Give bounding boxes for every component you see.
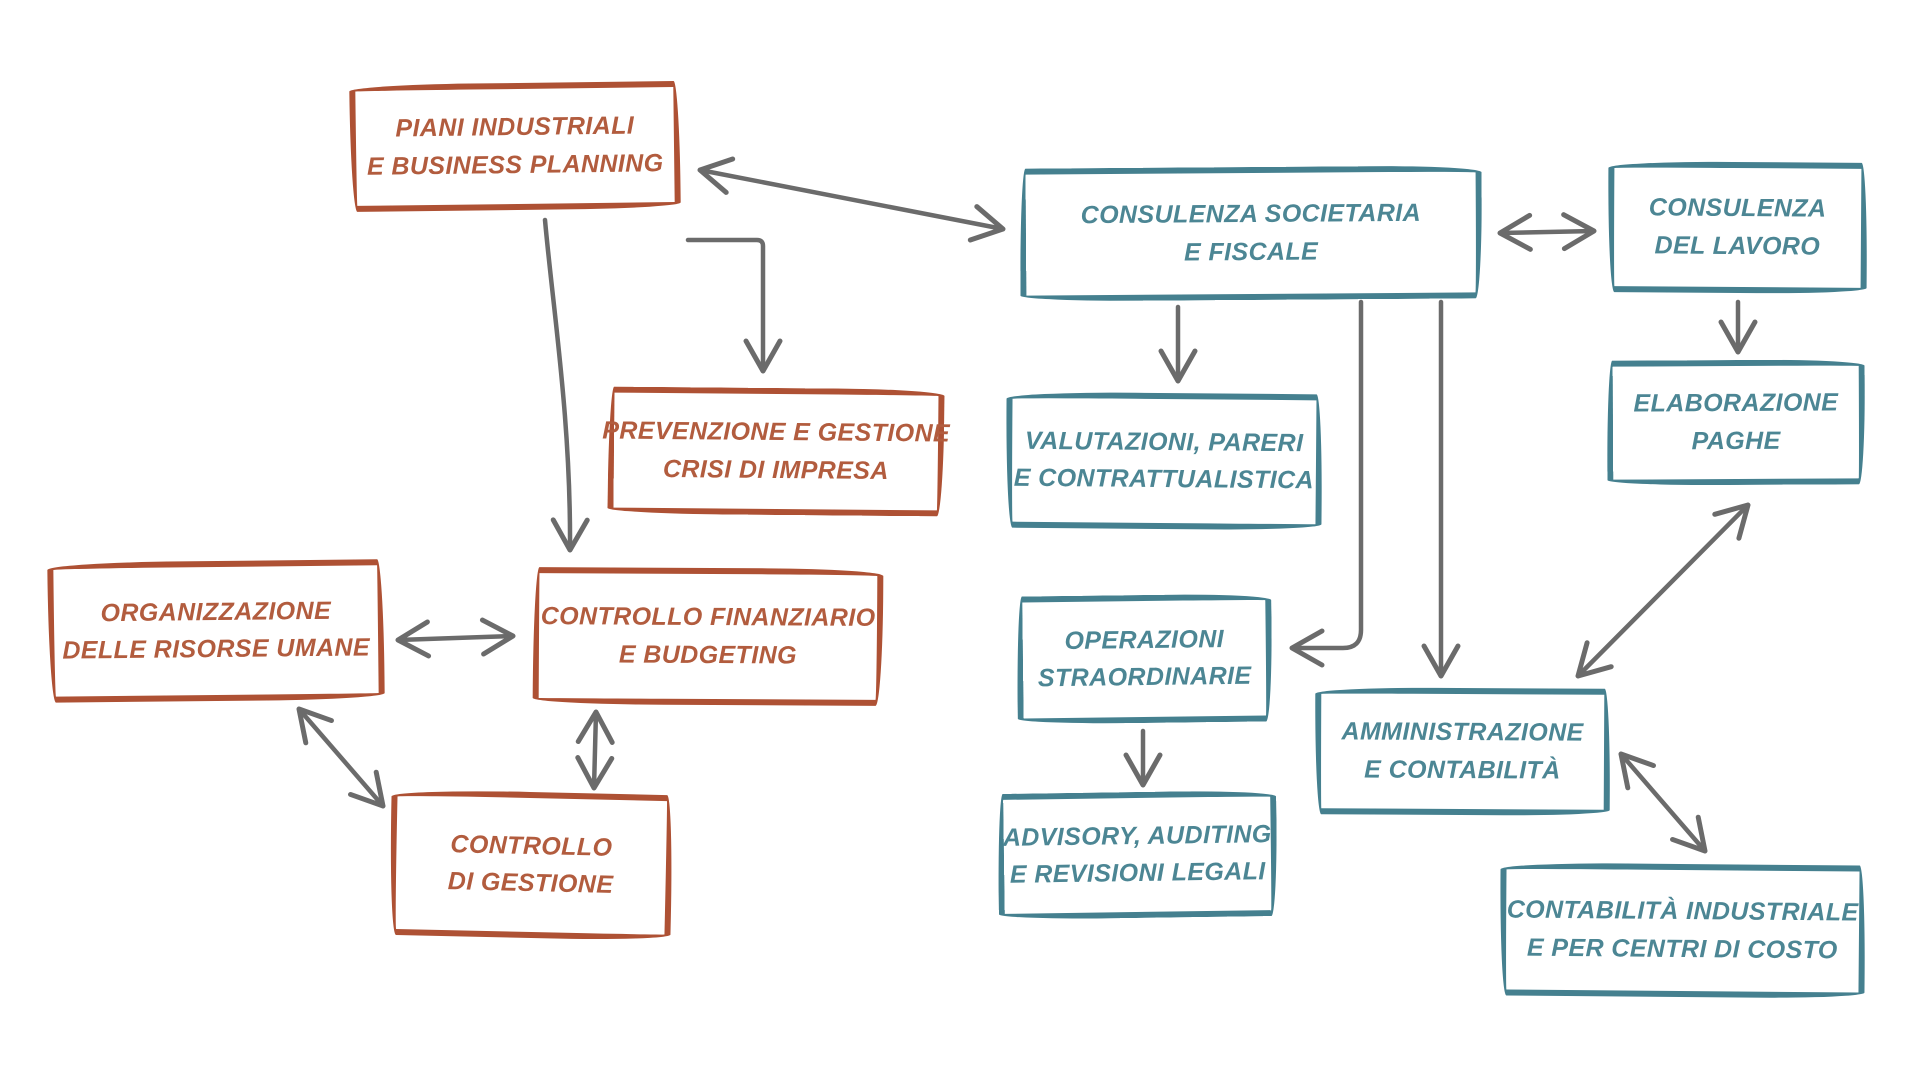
arrow-consulenza-societaria-consulenza-lavoro [1497,212,1597,252]
arrow-organizzazione-controllo-gestione [296,706,386,809]
node-label: STRAORDINARIE [1037,661,1252,693]
node-label: E CONTABILITÀ [1364,754,1561,785]
node-controllo-gestione: CONTROLLO DI GESTIONE [388,788,674,942]
node-piani: PIANI INDUSTRIALI E BUSINESS PLANNING [349,80,681,213]
node-label: ADVISORY, AUDITING [1002,819,1272,852]
node-label: CONSULENZA SOCIETARIA [1080,198,1422,230]
node-contabilita-industriale: CONTABILITÀ INDUSTRIALE E PER CENTRI DI C… [1499,862,1866,999]
node-elaborazione-paghe: ELABORAZIONE PAGHE [1606,359,1866,486]
node-label: E BUSINESS PLANNING [366,148,664,181]
node-label: PREVENZIONE E GESTIONE [602,416,951,448]
node-label: CONSULENZA [1648,193,1827,223]
node-label: AMMINISTRAZIONE [1341,717,1584,747]
arrow-piani-consulenza-societaria [697,156,1006,243]
node-label: ELABORAZIONE [1633,388,1839,418]
node-prevenzione: PREVENZIONE E GESTIONE CRISI DI IMPRESA [602,386,950,517]
node-label: E FISCALE [1183,237,1319,266]
arrow-controllo-finanziario-controllo-gestione [575,709,615,791]
node-label: VALUTAZIONI, PARERI [1024,426,1304,457]
node-label: PAGHE [1691,426,1781,455]
node-label: E PER CENTRI DI COSTO [1526,933,1838,964]
node-controllo-finanziario: CONTROLLO FINANZIARIO E BUDGETING [532,567,884,706]
node-valutazioni: VALUTAZIONI, PARERI E CONTRATTUALISTICA [1005,391,1323,531]
arrow-piani-controllo-finanziario [542,217,590,553]
arrow-organizzazione-controllo-finanziario [395,617,516,659]
node-label: ORGANIZZAZIONE [100,596,332,627]
arrow-amministrazione-contabilita-industriale [1618,751,1708,854]
node-consulenza-lavoro: CONSULENZA DEL LAVORO [1607,161,1868,294]
node-consulenza-societaria: CONSULENZA SOCIETARIA E FISCALE [1019,165,1483,302]
node-label: DI GESTIONE [447,867,614,899]
node-label: E CONTRATTUALISTICA [1013,463,1315,495]
node-operazioni-straordinarie: OPERAZIONI STRAORDINARIE [1016,593,1273,725]
arrow-consulenza-societaria-operazioni-straordinarie [1289,299,1364,668]
node-label: E BUDGETING [618,640,797,669]
node-label: CONTABILITÀ INDUSTRIALE [1506,895,1859,927]
arrow-amministrazione-elaborazione-paghe [1575,502,1751,679]
node-label: E REVISIONI LEGALI [1009,857,1266,889]
node-advisory: ADVISORY, AUDITING E REVISIONI LEGALI [997,790,1278,920]
node-label: CRISI DI IMPRESA [662,454,889,485]
node-label: CONTROLLO [450,829,613,862]
node-label: CONTROLLO FINANZIARIO [540,602,876,632]
node-label: OPERAZIONI [1064,624,1225,655]
node-label: DELLE RISORSE UMANE [62,633,371,665]
arrow-piani-prevenzione [685,237,783,374]
node-amministrazione: AMMINISTRAZIONE E CONTABILITÀ [1314,687,1611,816]
node-label: PIANI INDUSTRIALI [395,111,635,143]
node-organizzazione: ORGANIZZAZIONE DELLE RISORSE UMANE [47,559,385,703]
node-label: DEL LAVORO [1654,230,1821,261]
